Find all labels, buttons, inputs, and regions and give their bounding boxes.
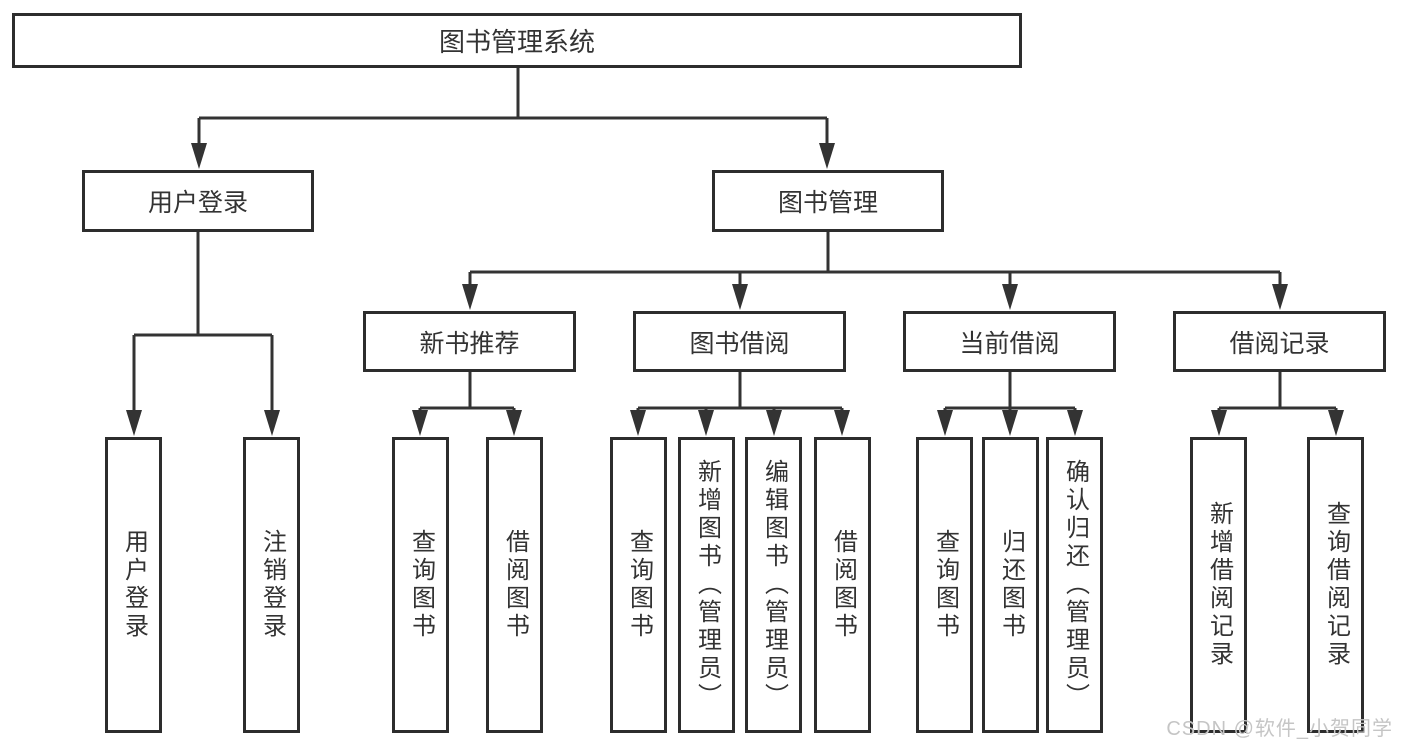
leaf-label: 查询图书 bbox=[931, 529, 959, 641]
leaf-label: 新增图书（管理员） bbox=[693, 459, 721, 711]
node-label: 图书管理系统 bbox=[438, 27, 595, 57]
node-label: 图书借阅 bbox=[689, 329, 790, 358]
leaf-label: 确认归还（管理员） bbox=[1061, 459, 1089, 711]
node-label: 新书推荐 bbox=[419, 329, 520, 358]
arrowhead-icons bbox=[126, 143, 1344, 436]
node-new-book-recommendation: 新书推荐 bbox=[363, 311, 576, 372]
node-label: 当前借阅 bbox=[959, 329, 1060, 358]
leaf-label: 编辑图书（管理员） bbox=[760, 459, 788, 711]
leaf-label: 查询图书 bbox=[407, 529, 435, 641]
node-book-management: 图书管理 bbox=[712, 170, 944, 232]
node-label: 用户登录 bbox=[147, 189, 248, 217]
node-user-login: 用户登录 bbox=[82, 170, 314, 232]
node-book-borrowing: 图书借阅 bbox=[633, 311, 846, 372]
leaf-query-borrow-record: 查询借阅记录 bbox=[1307, 437, 1364, 733]
leaf-user-login: 用户登录 bbox=[105, 437, 162, 733]
leaf-logout-login: 注销登录 bbox=[243, 437, 300, 733]
node-current-borrowing: 当前借阅 bbox=[903, 311, 1116, 372]
leaf-label: 新增借阅记录 bbox=[1205, 501, 1233, 669]
leaf-label: 查询借阅记录 bbox=[1322, 501, 1350, 669]
leaf-borrow-books-recommend: 借阅图书 bbox=[486, 437, 543, 733]
leaf-query-books-current: 查询图书 bbox=[916, 437, 973, 733]
node-borrowing-records: 借阅记录 bbox=[1173, 311, 1386, 372]
leaf-add-books-admin: 新增图书（管理员） bbox=[678, 437, 735, 733]
node-label: 借阅记录 bbox=[1229, 329, 1330, 358]
leaf-query-books-recommend: 查询图书 bbox=[392, 437, 449, 733]
leaf-edit-books-admin: 编辑图书（管理员） bbox=[745, 437, 802, 733]
watermark: CSDN @软件_小贺同学 bbox=[1166, 718, 1393, 740]
leaf-label: 借阅图书 bbox=[829, 529, 857, 641]
leaf-label: 借阅图书 bbox=[501, 529, 529, 641]
leaf-query-books-borrowing: 查询图书 bbox=[610, 437, 667, 733]
leaf-return-books: 归还图书 bbox=[982, 437, 1039, 733]
leaf-label: 用户登录 bbox=[120, 529, 148, 641]
node-library-management-system: 图书管理系统 bbox=[12, 13, 1022, 68]
leaf-label: 注销登录 bbox=[258, 529, 286, 641]
leaf-add-borrow-record: 新增借阅记录 bbox=[1190, 437, 1247, 733]
leaf-label: 归还图书 bbox=[997, 529, 1025, 641]
leaf-confirm-return-admin: 确认归还（管理员） bbox=[1046, 437, 1103, 733]
leaf-borrow-books-borrowing: 借阅图书 bbox=[814, 437, 871, 733]
node-label: 图书管理 bbox=[777, 189, 878, 217]
leaf-label: 查询图书 bbox=[625, 529, 653, 641]
